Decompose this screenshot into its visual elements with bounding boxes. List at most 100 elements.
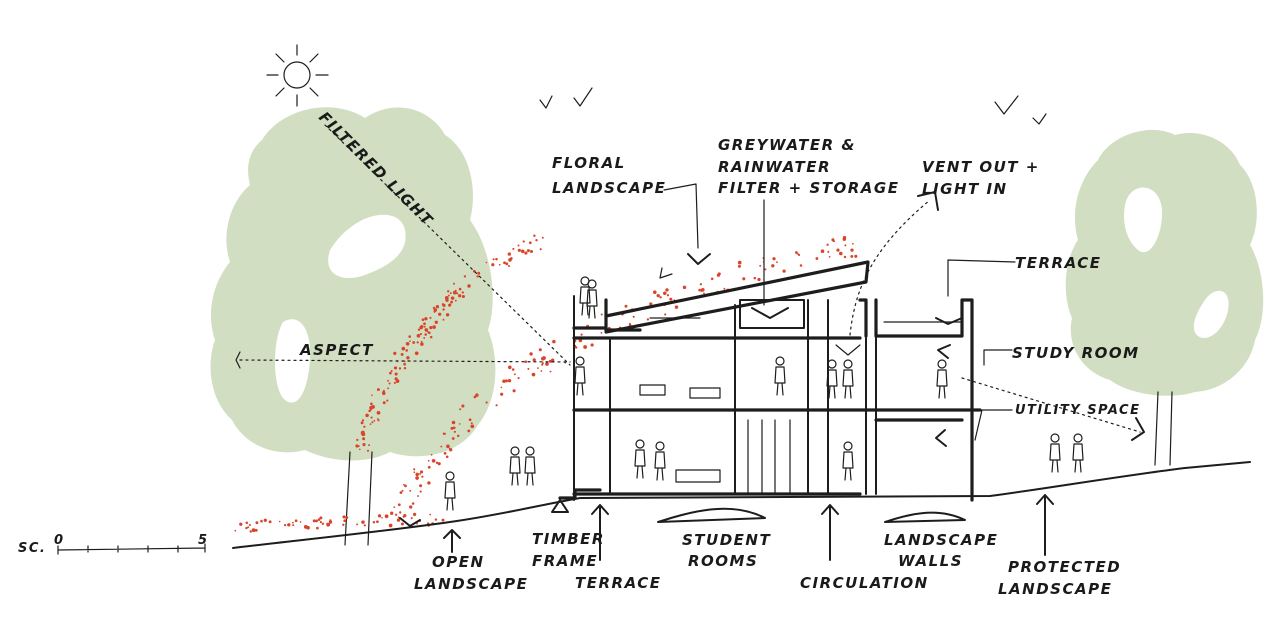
seed-dot [797,253,801,257]
seed-dot [260,519,263,523]
seed-dot [360,431,364,435]
seed-dot [665,288,669,292]
seed-dot [403,483,405,486]
seed-dot [386,399,389,402]
seed-dot [382,391,386,396]
seed-dot [512,389,516,393]
seed-dot [376,388,380,392]
seed-dot [376,520,379,524]
seed-dot [452,426,456,430]
seed-dot [542,356,546,360]
seed-dot [345,516,349,520]
seed-dot [415,476,419,480]
seed-dot [541,362,544,365]
seed-dot [539,248,542,251]
seed-dot [548,359,552,363]
seed-dot [247,526,250,529]
seed-dot [408,335,412,338]
seed-dot [538,348,542,352]
seed-dot [502,379,506,383]
left-tree [210,107,496,546]
terrace-top-label: TERRACE [1015,254,1101,272]
person-figure [936,359,948,399]
seed-dot [511,368,515,371]
seed-dot [509,257,513,260]
seed-dot [820,249,825,253]
seed-dot [396,518,401,522]
seed-dot [468,418,472,422]
seed-dot [382,401,386,405]
seed-dot [427,481,431,485]
seed-dot [245,526,248,530]
seed-dot [413,471,416,474]
seed-dot [413,512,417,517]
seed-dot [461,291,464,294]
seed-dot [427,465,431,469]
seed-dot [796,252,799,255]
seed-dot [400,352,404,356]
seed-dot [458,294,462,298]
seed-dot [456,292,459,295]
seed-dot [317,518,321,521]
seed-dot [417,328,421,331]
seed-dot [664,313,667,316]
seed-dot [442,308,445,311]
seed-dot [292,521,294,524]
seed-dot [450,300,453,304]
seed-dot [772,257,776,261]
seed-dot [495,404,498,407]
seed-dot [852,242,854,245]
seed-dot [420,342,424,346]
seed-dot [507,264,511,268]
seed-dot [251,528,256,533]
seed-dot [414,351,419,356]
seed-dot [239,522,243,526]
ground-line [232,461,1251,549]
seed-dot [416,341,419,344]
seed-dot [532,358,536,362]
seed-dot [446,444,450,449]
seed-dot [254,528,258,532]
seed-dot [507,252,511,256]
seed-dot [485,261,488,264]
seed-dot [321,522,325,525]
seed-dot [402,348,405,351]
seed-dot [700,289,703,292]
seed-dot [649,302,653,306]
seed-dot [370,416,373,419]
seed-dot [435,305,440,309]
seed-dot [419,484,423,488]
seed-dot [541,236,544,239]
people-figures [444,276,1084,511]
seed-dot [470,422,473,425]
seed-dot [498,263,501,266]
landscape-walls-line2: WALLS [898,552,963,570]
seed-dot [682,285,687,290]
seed-dot [507,378,512,383]
seed-dot [361,520,365,524]
seed-dot [827,250,830,253]
seed-dot [447,294,450,297]
timber-frame-line1: TIMBER [532,530,605,548]
seed-dot [450,296,455,300]
seed-dot [530,250,533,253]
seed-dot [411,502,415,505]
person-figure [586,279,598,319]
seed-dot [723,287,726,290]
seed-dot [449,292,452,295]
seed-dot [475,393,479,397]
person-figure [1072,433,1084,473]
seed-dot [517,244,520,247]
seed-dot [524,251,528,255]
person-figure [774,356,786,396]
seed-dot [376,418,379,420]
greywater-line1: GREYWATER & [718,136,856,154]
seed-dot [771,264,775,268]
seed-dot [400,522,404,526]
seed-dot [372,521,376,524]
seed-dot [393,351,397,356]
seed-dot [504,379,508,383]
seed-dot [409,340,411,343]
seed-dot [703,292,705,295]
seed-dot [369,405,373,410]
